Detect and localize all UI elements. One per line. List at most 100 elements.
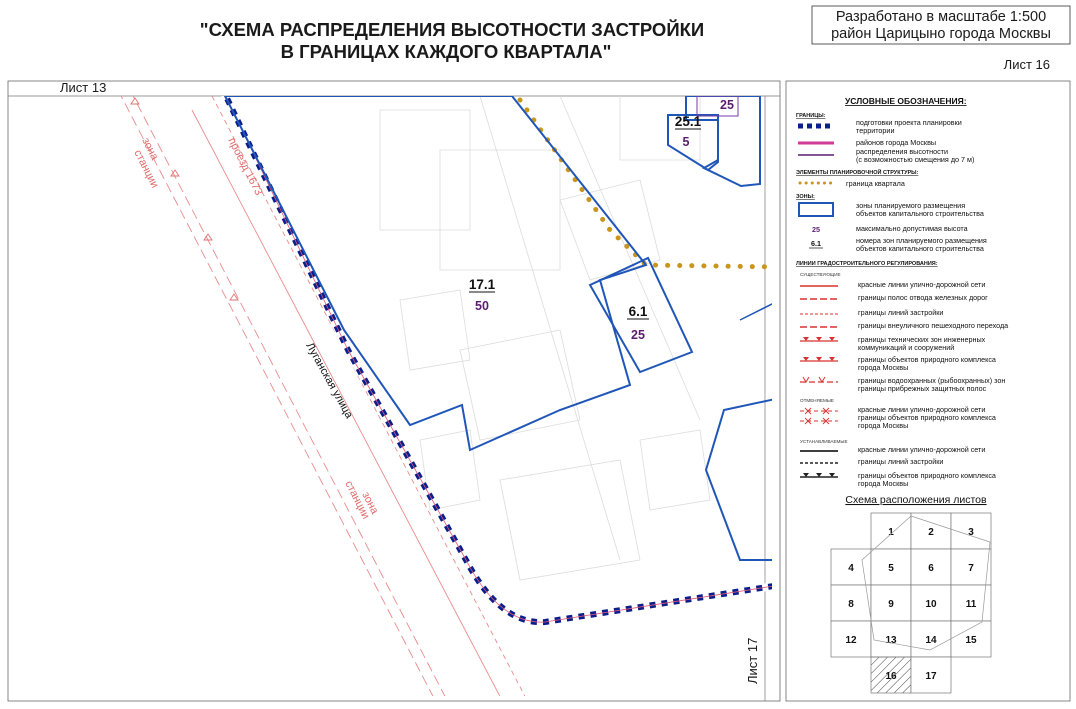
title-line-1: "СХЕМА РАСПРЕДЕЛЕНИЯ ВЫСОТНОСТИ ЗАСТРОЙК… [200, 19, 704, 40]
sheet-grid-title: Схема расположения листов [845, 494, 987, 506]
zone-25-upper-polygon [685, 96, 761, 188]
legend-boundary-2: районов города Москвы [856, 138, 936, 147]
sheet-cell-label-11: 11 [966, 599, 977, 610]
planning-boundary [221, 96, 772, 627]
sheet-cell-label-16: 16 [885, 671, 897, 682]
legend-existing-item-6: границы объектов природного комплекса [858, 355, 996, 364]
sheet-cell-label-2: 2 [928, 527, 934, 538]
legend-lines-head: ЛИНИИ ГРАДОСТРОИТЕЛЬНОГО РЕГУЛИРОВАНИЯ: [796, 261, 938, 267]
sheet-grid-overlay [861, 515, 991, 651]
sheet-cell-2 [910, 512, 952, 550]
legend-existing-item-2: границы полос отвода железных дорог [858, 293, 988, 302]
zone-6-1-polygon [588, 256, 694, 374]
sheet-cell-16 [870, 656, 912, 694]
legend-existing-item-5: границы технических зон инженерных [858, 335, 986, 344]
zone-height-17-1: 50 [475, 299, 489, 313]
sheet-cell-17 [910, 656, 952, 694]
sheet-cell-label-7: 7 [968, 563, 974, 574]
sheet-cell-label-1: 1 [888, 527, 894, 538]
legend-established-list: УСТАНАВЛИВАЕМЫЕ красные линии улично-доро… [800, 439, 996, 488]
sheet-cell-label-10: 10 [925, 599, 937, 610]
sheet-cell-label-8: 8 [848, 599, 854, 610]
legend-boundary-1b: территории [856, 126, 894, 135]
zone-right-edge-polygon [704, 398, 772, 561]
legend-existing-item-7: границы водоохранных (рыбоохранных) зон [858, 376, 1005, 385]
legend-existing-item-3: границы линий застройки [858, 308, 943, 317]
sheet-cell-label-3: 3 [968, 527, 974, 538]
zone-id-25-1: 25.1 [675, 114, 702, 129]
legend-established-item-2: границы линий застройки [858, 457, 943, 466]
sheet-cell-12 [830, 620, 872, 658]
railway-boundary-lines [120, 96, 526, 696]
legend-cancelled-item-1-3: города Москвы [858, 421, 908, 430]
building-footprints [379, 96, 711, 581]
legend-max-height-label: максимально допустимая высота [856, 224, 968, 233]
sheet-cell-label-6: 6 [928, 563, 934, 574]
sheet-label-bottom-right: Лист 17 [745, 638, 760, 684]
legend-established-item-3: границы объектов природного комплекса [858, 471, 996, 480]
legend-established-item-1: красные линии улично-дорожной сети [858, 445, 985, 454]
sheet-cell-label-4: 4 [848, 563, 854, 574]
sheet-cell-label-14: 14 [925, 635, 937, 646]
zone-polygons [223, 96, 772, 561]
title-line-2: В ГРАНИЦАХ КАЖДОГО КВАРТАЛА" [281, 41, 612, 62]
sheet-cell-label-17: 17 [925, 671, 937, 682]
legend-existing-head: СУЩЕСТВУЮЩИЕ [800, 272, 841, 277]
zone-right-upper-polygon [739, 303, 772, 321]
legend-zone-number-label-2: объектов капитального строительства [856, 244, 984, 253]
legend-cancelled-item-1: красные линии улично-дорожной сети [858, 405, 985, 414]
stamp-scale: Разработано в масштабе 1:500 [836, 9, 1046, 25]
legend-existing-list: красные линии улично-дорожной сети границ… [800, 280, 1008, 393]
legend-boundaries-head: ГРАНИЦЫ: [796, 113, 826, 119]
zone-id-17-1: 17.1 [469, 277, 496, 292]
zone-height-6-1: 25 [631, 328, 645, 342]
legend-existing-item-7-2: границы прибрежных защитных полос [858, 384, 987, 393]
legend-cancelled-head: ОТМЕНЯЕМЫЕ [800, 398, 834, 403]
legend-quarter-boundary: граница квартала [846, 179, 905, 188]
sheet-number: Лист 16 [1004, 57, 1050, 72]
zone-height-25-upper: 25 [720, 98, 734, 112]
legend-established-head: УСТАНАВЛИВАЕМЫЕ [800, 439, 848, 444]
sheet-cell-15 [950, 620, 992, 658]
legend-existing-item-6-2: города Москвы [858, 363, 908, 372]
title-stamp [811, 5, 1071, 45]
sheet-cell-label-12: 12 [845, 635, 857, 646]
sheet-cell-label-15: 15 [965, 635, 977, 646]
legend-boundary-3b: (с возможностью смещения до 7 м) [856, 155, 974, 164]
sheet-label-left: Лист 13 [60, 80, 106, 95]
legend-zone-item-1b: объектов капитального строительства [856, 209, 984, 218]
height-distribution-box [696, 96, 739, 117]
sheet-cell-label-13: 13 [885, 635, 897, 646]
legend-existing-item-4: границы внеуличного пешеходного перехода [858, 321, 1008, 330]
sheet-cell-label-5: 5 [888, 563, 894, 574]
legend-boundary-3: распределения высотности [856, 147, 948, 156]
legend-zone-item-1: зоны планируемого размещения [856, 201, 965, 210]
legend-zones-head: ЗОНЫ: [796, 194, 815, 200]
map-area: Лист 13 Лист 17 [7, 80, 781, 702]
legend-heading: УСЛОВНЫЕ ОБОЗНАЧЕНИЯ: [845, 96, 967, 106]
zone-17-1-polygon [223, 96, 648, 452]
legend-max-height-symbol: 25 [812, 225, 820, 234]
legend-cancelled-item-1-2: границы объектов природного комплекса [858, 413, 996, 422]
zone-id-6-1: 6.1 [629, 304, 648, 319]
legend-existing-item-5-2: коммуникаций и сооружений [858, 343, 954, 352]
sheet-cell-label-9: 9 [888, 599, 894, 610]
sheet-cell-14 [910, 620, 952, 658]
legend-cancelled-list: ОТМЕНЯЕМЫЕ красные линии улично-дорожной … [800, 398, 996, 430]
railway-markers [130, 97, 239, 301]
legend-established-item-3-2: города Москвы [858, 479, 908, 488]
legend-existing-item-1: красные линии улично-дорожной сети [858, 280, 985, 289]
stamp-district: район Царицыно города Москвы [831, 26, 1051, 42]
legend-boundary-1: подготовки проекта планировки [856, 118, 962, 127]
legend-zone-number-label: номера зон планируемого размещения [856, 236, 987, 245]
legend-panel: УСЛОВНЫЕ ОБОЗНАЧЕНИЯ: ГРАНИЦЫ: подготовк… [785, 80, 1071, 702]
zone-height-25-1: 5 [683, 135, 690, 149]
legend-zone-number-symbol: 6.1 [811, 239, 821, 248]
sheet-cell-10 [910, 584, 952, 622]
quarter-boundary [517, 97, 772, 270]
sheet-cell-6 [910, 548, 952, 586]
zone-25-1-polygon [667, 114, 719, 172]
legend-planning-head: ЭЛЕМЕНТЫ ПЛАНИРОВОЧНОЙ СТРУКТУРЫ: [796, 168, 919, 176]
